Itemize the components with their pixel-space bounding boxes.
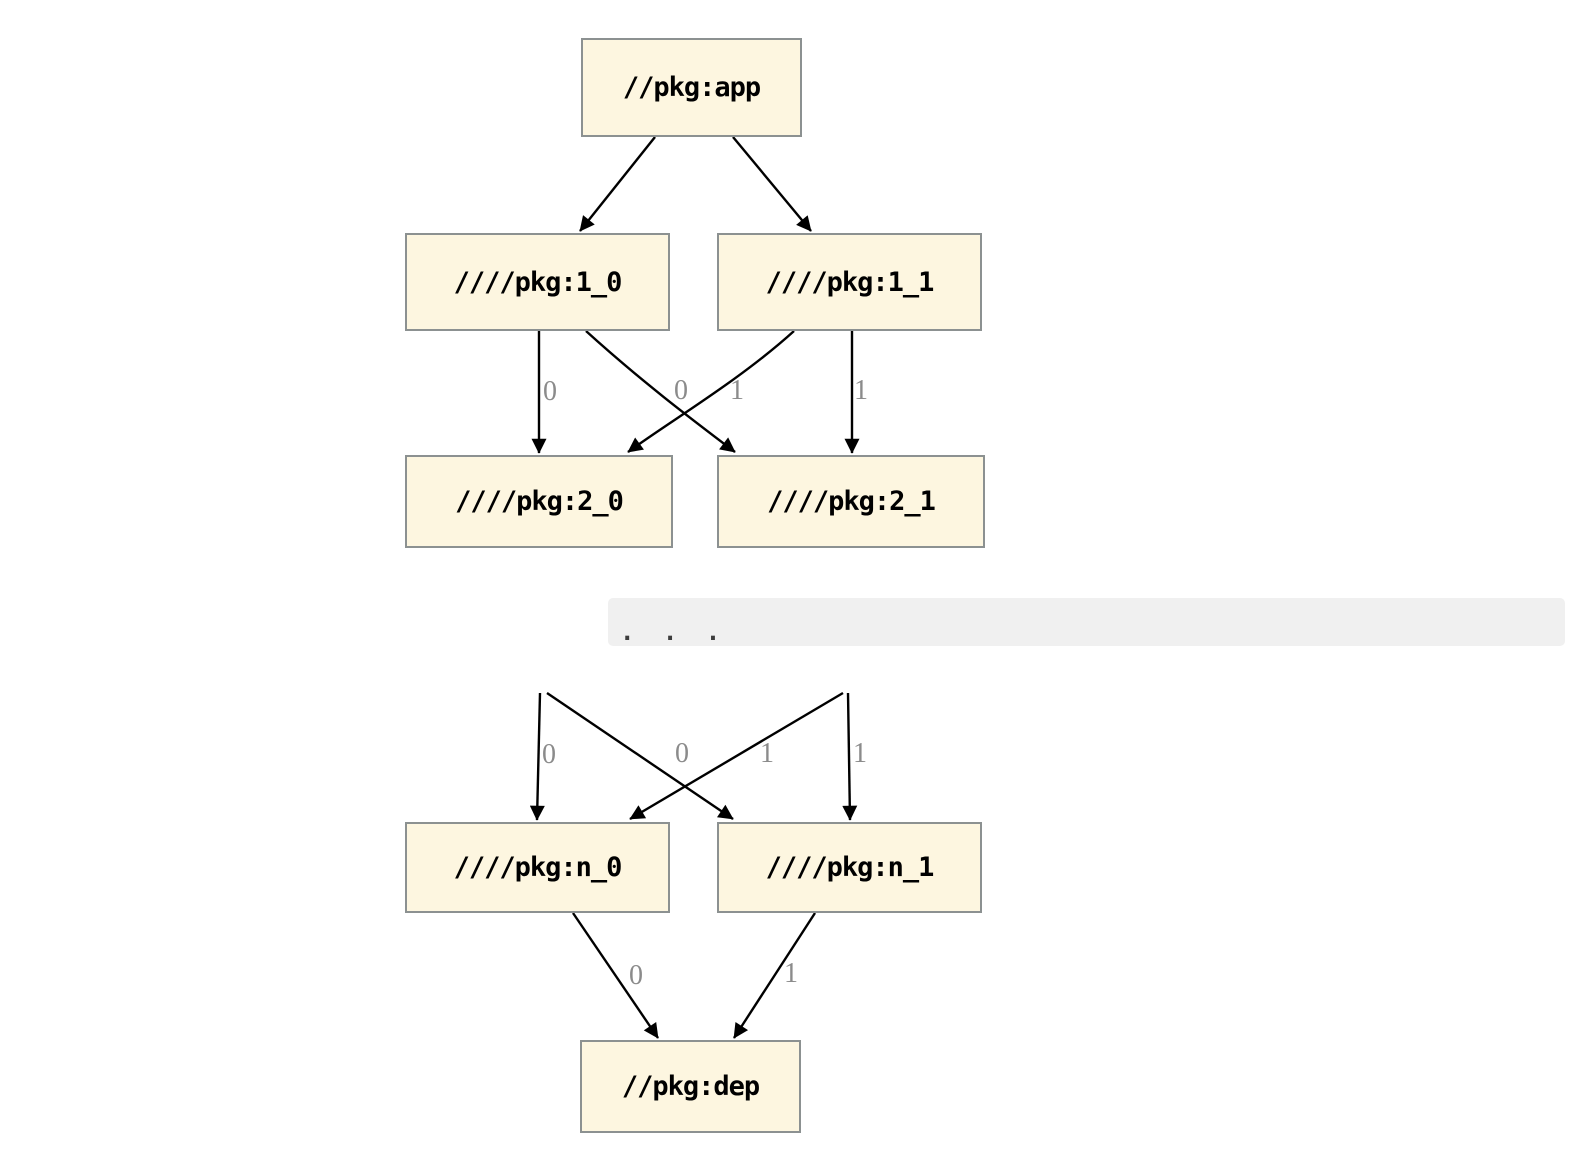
node-pkg-2_0-label: ////pkg:2_0 [455, 486, 624, 517]
node-pkg-n_0-label: ////pkg:n_0 [453, 852, 623, 883]
edge-label-x-n_0-cross: 0 [675, 738, 689, 769]
node-pkg-n_1: ////pkg:n_1 [717, 822, 982, 913]
edge-1_0-to-2_1 [585, 330, 736, 453]
node-pkg-app: //pkg:app [581, 38, 802, 137]
edge-ellipsis-to-n_0-straight [529, 692, 545, 821]
node-pkg-app-label: //pkg:app [622, 72, 761, 103]
node-pkg-2_1-label: ////pkg:2_1 [767, 486, 936, 517]
node-pkg-1_1: ////pkg:1_1 [717, 233, 982, 331]
ellipsis-text: . . . [620, 618, 728, 646]
edge-label-1_0-2_0: 0 [543, 376, 557, 407]
edge-ellipsis-to-n_1-cross [546, 692, 734, 820]
edge-label-n_0-dep: 0 [629, 960, 643, 991]
edge-ellipsis-to-n_0-cross [629, 691, 844, 821]
edge-ellipsis-to-n_1-straight [842, 692, 858, 821]
node-pkg-2_0: ////pkg:2_0 [405, 455, 673, 548]
edge-label-x-n_1-cross: 1 [760, 738, 774, 769]
node-pkg-dep: //pkg:dep [580, 1040, 801, 1133]
node-pkg-n_1-label: ////pkg:n_1 [765, 852, 935, 883]
edge-label-1_1-2_1: 1 [854, 375, 868, 406]
edge-app-to-1_1 [732, 136, 812, 232]
node-pkg-n_0: ////pkg:n_0 [405, 822, 670, 913]
edge-app-to-1_0 [579, 136, 656, 232]
node-pkg-dep-label: //pkg:dep [621, 1071, 760, 1102]
node-pkg-2_1: ////pkg:2_1 [717, 455, 985, 548]
node-pkg-1_1-label: ////pkg:1_1 [765, 266, 935, 298]
edge-label-x-n_0-straight: 0 [542, 739, 556, 770]
edge-label-1_1-2_0: 0 [674, 375, 688, 406]
ellipsis-band: . . . [608, 598, 1565, 646]
node-pkg-1_0-label: ////pkg:1_0 [453, 266, 623, 298]
edge-n_1-to-dep [732, 912, 817, 1039]
edge-label-n_1-dep: 1 [784, 958, 798, 989]
edge-label-x-n_1-straight: 1 [853, 738, 867, 769]
edge-label-1_0-2_1: 1 [730, 375, 744, 406]
node-pkg-1_0: ////pkg:1_0 [405, 233, 670, 331]
edge-n_0-to-dep [572, 912, 659, 1039]
edge-1_1-to-2_0 [627, 330, 795, 453]
